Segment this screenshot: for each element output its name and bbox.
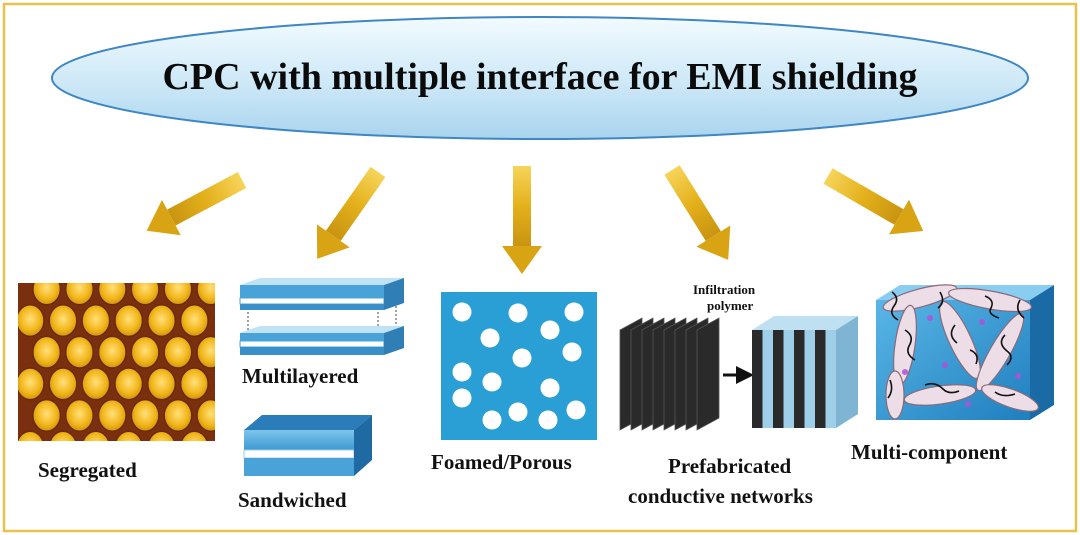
honeycomb-cell bbox=[179, 367, 209, 401]
label-infiltration-line2: polymer bbox=[707, 298, 754, 313]
arrow-foamed bbox=[502, 166, 542, 274]
arrows bbox=[146, 165, 924, 274]
honeycomb-cell bbox=[48, 304, 78, 338]
foamed-illustration bbox=[441, 292, 597, 440]
honeycomb-cell bbox=[97, 283, 127, 306]
arrow-segregated bbox=[146, 172, 247, 236]
pore bbox=[512, 348, 532, 368]
arrow-multicomponent bbox=[823, 168, 924, 235]
filled-network-slice bbox=[794, 330, 805, 428]
honeycomb-cell bbox=[64, 398, 94, 432]
honeycomb-cell bbox=[97, 398, 127, 432]
pore bbox=[480, 328, 500, 348]
segregated-illustration bbox=[18, 283, 215, 441]
label-foamed-porous: Foamed/Porous bbox=[431, 450, 572, 474]
filled-network-slice bbox=[762, 330, 773, 428]
filled-network-slice bbox=[804, 330, 815, 428]
honeycomb-cell bbox=[18, 367, 45, 401]
honeycomb-cell bbox=[147, 430, 176, 441]
diagram-title: CPC with multiple interface for EMI shie… bbox=[162, 56, 918, 98]
pore bbox=[566, 400, 586, 420]
pore bbox=[540, 378, 560, 398]
pore bbox=[452, 388, 472, 408]
honeycomb-cell bbox=[32, 283, 62, 306]
honeycomb-cell bbox=[48, 367, 78, 401]
honeycomb-cell bbox=[32, 398, 62, 432]
honeycomb-cell bbox=[196, 283, 215, 306]
honeycomb-cell bbox=[18, 304, 45, 338]
honeycomb-cell bbox=[49, 430, 77, 441]
honeycomb-cell bbox=[81, 304, 111, 338]
filled-network-slice bbox=[783, 330, 794, 428]
honeycomb-cell bbox=[130, 283, 160, 306]
multilayered-illustration bbox=[239, 278, 404, 355]
sandwiched-illustration bbox=[243, 415, 372, 476]
filled-network-slice bbox=[825, 330, 836, 428]
pore bbox=[562, 342, 582, 362]
filled-network-slice bbox=[773, 330, 784, 428]
label-multicomponent: Multi-component bbox=[851, 440, 1008, 464]
pore bbox=[452, 302, 472, 322]
conductive-sheet bbox=[696, 317, 720, 431]
pore bbox=[482, 372, 502, 392]
honeycomb-cell bbox=[64, 283, 94, 306]
pore bbox=[452, 362, 472, 382]
filled-network-slice bbox=[752, 330, 763, 428]
honeycomb-cell bbox=[180, 430, 208, 441]
honeycomb-cell bbox=[130, 398, 160, 432]
title-ellipse bbox=[51, 16, 1029, 140]
honeycomb-cell bbox=[82, 430, 110, 441]
pore bbox=[508, 303, 528, 323]
label-prefabricated-line1: Prefabricated bbox=[668, 454, 792, 478]
honeycomb-cell bbox=[163, 283, 193, 306]
label-sandwiched: Sandwiched bbox=[238, 488, 347, 512]
label-prefabricated-line2: conductive networks bbox=[628, 484, 813, 508]
honeycomb-cell bbox=[196, 398, 215, 432]
honeycomb-cell bbox=[115, 430, 143, 441]
honeycomb-cell bbox=[64, 335, 94, 369]
prefabricated-illustration bbox=[619, 316, 858, 431]
honeycomb-cell bbox=[114, 304, 144, 338]
honeycomb-cell bbox=[147, 367, 177, 401]
label-segregated: Segregated bbox=[38, 458, 137, 482]
label-infiltration-line1: Infiltration bbox=[693, 282, 756, 297]
pore bbox=[482, 410, 502, 430]
honeycomb-cell bbox=[97, 335, 127, 369]
pore bbox=[538, 410, 558, 430]
honeycomb-cell bbox=[18, 430, 44, 441]
honeycomb-cell bbox=[147, 304, 177, 338]
pore bbox=[564, 302, 584, 322]
honeycomb-cell bbox=[179, 304, 209, 338]
honeycomb-cell bbox=[114, 367, 144, 401]
arrow-multilayered bbox=[316, 166, 386, 259]
honeycomb-cell bbox=[196, 335, 215, 369]
filled-network-slice bbox=[815, 330, 826, 428]
multicomponent-illustration bbox=[876, 284, 1054, 420]
honeycomb-cell bbox=[163, 335, 193, 369]
honeycomb-cell bbox=[163, 398, 193, 432]
pore bbox=[508, 402, 528, 422]
honeycomb-cell bbox=[130, 335, 160, 369]
arrow-prefabricated bbox=[664, 165, 731, 260]
label-multilayered: Multilayered bbox=[242, 364, 359, 388]
honeycomb-cell bbox=[32, 335, 62, 369]
pore bbox=[540, 320, 560, 340]
honeycomb-cell bbox=[81, 367, 111, 401]
